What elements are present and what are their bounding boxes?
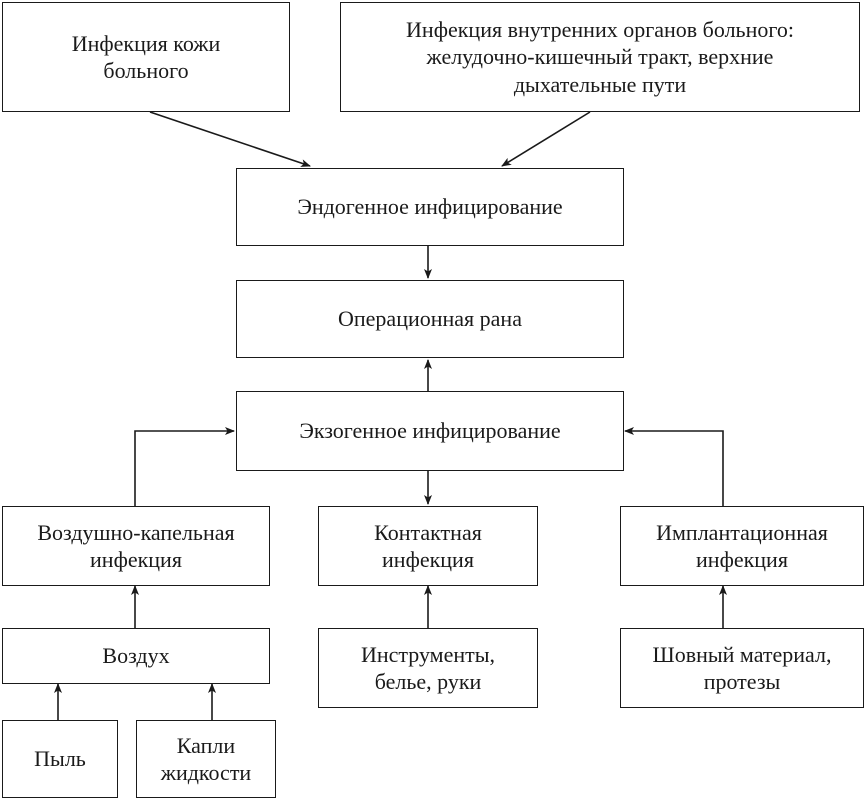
edge-internal-to-endogenous xyxy=(501,111,591,167)
node-dust: Пыль xyxy=(2,720,118,798)
node-droplets: Капли жидкости xyxy=(136,720,276,798)
node-internal-infection-line-1: Инфекция внутренних органов больного: xyxy=(406,16,794,42)
node-exogenous: Экзогенное инфицирование xyxy=(236,391,624,471)
node-skin-infection: Инфекция кожи больного xyxy=(2,2,290,112)
node-instruments-line-1: Инструменты, xyxy=(360,641,496,667)
node-endogenous: Эндогенное инфицирование xyxy=(236,168,624,246)
node-dust-line-1: Пыль xyxy=(34,746,86,772)
node-exogenous-line-1: Экзогенное инфицирование xyxy=(299,418,561,444)
node-suture: Шовный материал, протезы xyxy=(620,628,864,708)
node-skin-infection-line-1: Инфекция кожи xyxy=(71,30,221,56)
edge-implant-to-exogenous xyxy=(624,427,724,506)
node-contact-line-1: Контактная xyxy=(374,519,482,545)
node-contact: Контактная инфекция xyxy=(318,506,538,586)
node-skin-infection-line-2: больного xyxy=(103,58,189,83)
node-instruments: Инструменты, белье, руки xyxy=(318,628,538,708)
node-droplets-line-1: Капли xyxy=(176,732,236,758)
node-contact-line-2: инфекция xyxy=(382,547,474,572)
node-implant: Имплантационная инфекция xyxy=(620,506,864,586)
node-airborne: Воздушно-капельная инфекция xyxy=(2,506,270,586)
node-airborne-line-2: инфекция xyxy=(90,547,182,572)
node-internal-infection-line-3: дыхательные пути xyxy=(513,71,687,97)
node-implant-line-1: Имплантационная xyxy=(656,519,828,545)
node-wound-line-1: Операционная рана xyxy=(338,306,522,332)
node-wound: Операционная рана xyxy=(236,280,624,358)
node-internal-infection-line-2: желудочно-кишечный тракт, верхние xyxy=(426,44,774,70)
node-internal-infection: Инфекция внутренних органов больного: же… xyxy=(340,2,860,112)
node-instruments-line-2: белье, руки xyxy=(374,669,482,694)
node-suture-line-1: Шовный материал, xyxy=(652,641,832,667)
edge-airborne-to-exogenous xyxy=(134,427,235,506)
node-air-line-1: Воздух xyxy=(102,643,170,669)
node-implant-line-2: инфекция xyxy=(696,547,788,572)
node-suture-line-2: протезы xyxy=(703,669,781,694)
node-droplets-line-2: жидкости xyxy=(160,760,252,785)
node-airborne-line-1: Воздушно-капельная xyxy=(37,519,235,545)
node-air: Воздух xyxy=(2,628,270,684)
edge-skin-to-endogenous xyxy=(149,111,311,167)
node-endogenous-line-1: Эндогенное инфицирование xyxy=(297,194,563,220)
